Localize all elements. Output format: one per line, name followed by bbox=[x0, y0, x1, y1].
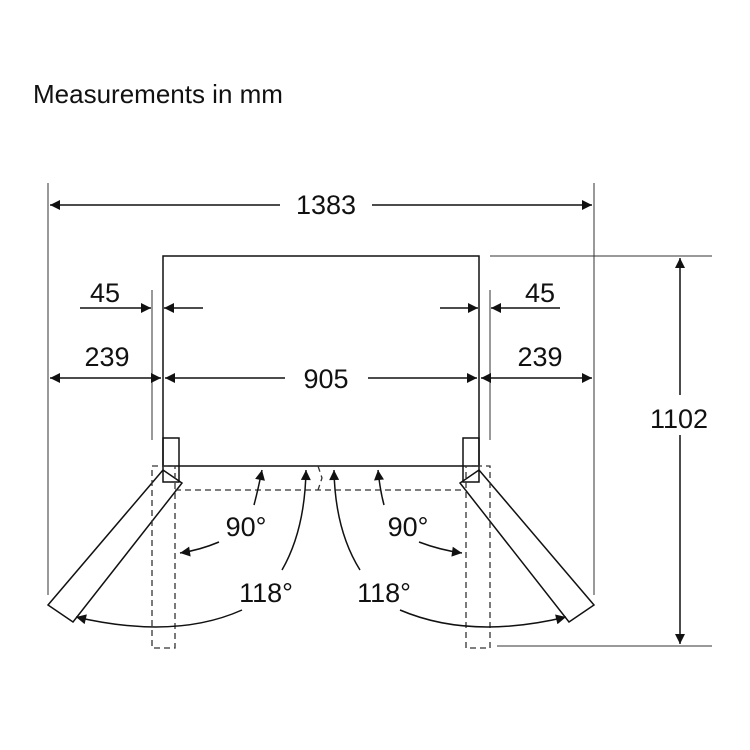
width-breakdown-dimensions: 239 905 239 bbox=[50, 342, 592, 394]
diagram-title: Measurements in mm bbox=[33, 79, 283, 109]
right-offset-label: 45 bbox=[525, 278, 555, 308]
right-118-angle-label: 118° bbox=[357, 578, 411, 608]
right-side-label: 239 bbox=[517, 342, 562, 372]
left-90-angle-label: 90° bbox=[226, 512, 267, 542]
door-90-outlines bbox=[151, 465, 491, 649]
total-width-label: 1383 bbox=[296, 190, 356, 220]
offset-dimensions: 45 45 bbox=[80, 278, 560, 313]
left-side-label: 239 bbox=[84, 342, 129, 372]
left-offset-label: 45 bbox=[90, 278, 120, 308]
right-90-angle-label: 90° bbox=[388, 512, 429, 542]
left-118-angle-label: 118° bbox=[239, 578, 293, 608]
right-hinge bbox=[462, 437, 480, 483]
extension-lines bbox=[47, 183, 712, 647]
left-door-open bbox=[46, 468, 184, 624]
left-hinge bbox=[162, 437, 180, 483]
right-door-open bbox=[458, 468, 596, 624]
angle-arcs bbox=[75, 469, 567, 628]
depth-label: 1102 bbox=[650, 404, 708, 434]
total-width-dimension: 1383 bbox=[50, 190, 592, 220]
body-width-label: 905 bbox=[303, 364, 348, 394]
fridge-body bbox=[162, 255, 480, 467]
depth-dimension: 1102 bbox=[650, 258, 708, 644]
